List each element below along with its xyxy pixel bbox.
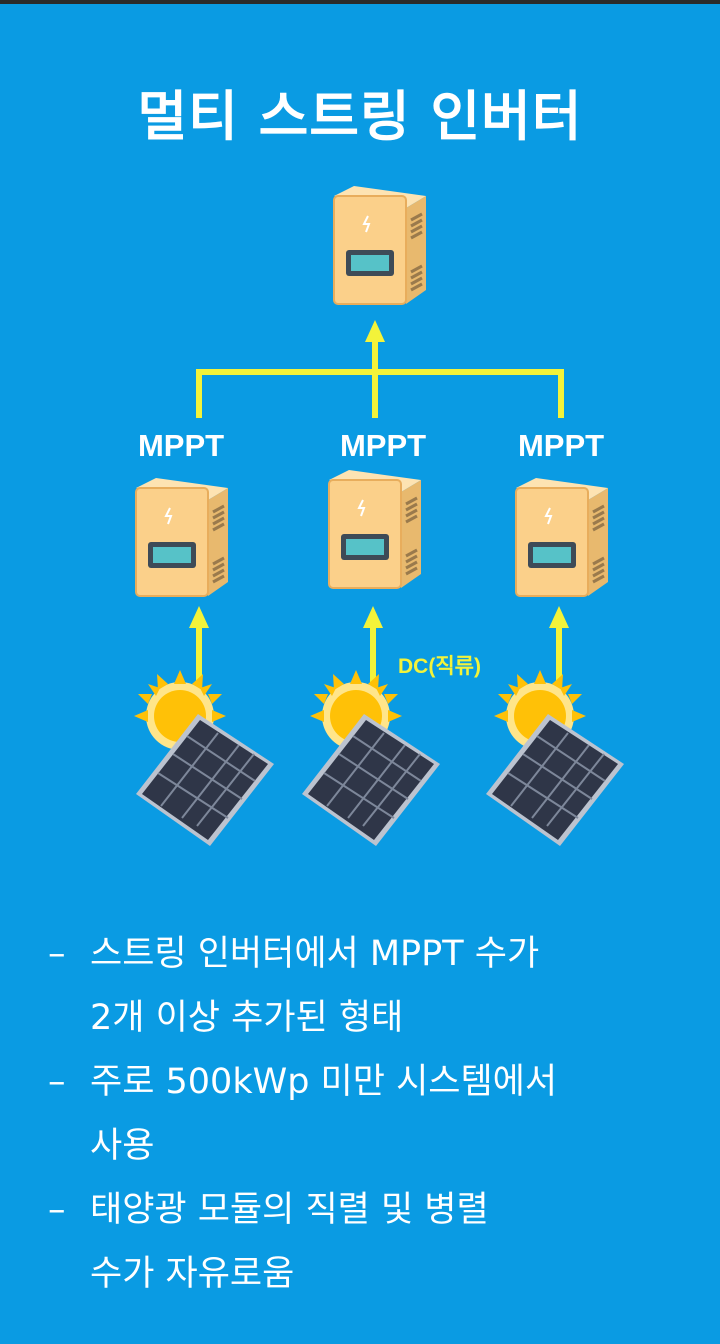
- inverter-diagram: [134, 184, 625, 847]
- mppt-label-left: MPPT: [137, 428, 225, 463]
- arrow-up-icon: [549, 606, 569, 628]
- mppt-label-center: MPPT: [339, 428, 427, 463]
- solar-panel-icon: [301, 713, 441, 847]
- arrow-up-icon: [363, 606, 383, 628]
- dash-bullet: –: [48, 1190, 66, 1230]
- inverter-icon: [514, 476, 610, 598]
- inverter-icon: [332, 184, 428, 306]
- description-line: 주로 500kWp 미만 시스템에서: [90, 1062, 558, 1102]
- description-line: 태양광 모듈의 직렬 및 병렬: [90, 1190, 489, 1230]
- description-item: – 스트링 인버터에서 MPPT 수가 2개 이상 추가된 형태: [48, 922, 688, 1050]
- inverter-icon: [134, 476, 230, 598]
- arrow-up-icon: [189, 606, 209, 628]
- dash-bullet: –: [48, 1062, 66, 1102]
- solar-panel-icon: [485, 713, 625, 847]
- description-list: – 스트링 인버터에서 MPPT 수가 2개 이상 추가된 형태 – 주로 50…: [48, 922, 688, 1306]
- dash-bullet: –: [48, 934, 66, 974]
- arrow-up-icon: [365, 320, 385, 342]
- description-item: – 태양광 모듈의 직렬 및 병렬 수가 자유로움: [48, 1178, 688, 1306]
- description-line: 2개 이상 추가된 형태: [90, 998, 404, 1038]
- dc-label: DC(직류): [398, 655, 481, 678]
- description-line: 스트링 인버터에서 MPPT 수가: [90, 934, 540, 974]
- mppt-label-right: MPPT: [517, 428, 605, 463]
- page-title: 멀티 스트링 인버터: [137, 85, 583, 148]
- description-line: 수가 자유로움: [90, 1254, 295, 1294]
- inverter-icon: [327, 468, 423, 590]
- description-line: 사용: [90, 1126, 155, 1166]
- description-item: – 주로 500kWp 미만 시스템에서 사용: [48, 1050, 688, 1178]
- top-edge-bar: [0, 0, 720, 4]
